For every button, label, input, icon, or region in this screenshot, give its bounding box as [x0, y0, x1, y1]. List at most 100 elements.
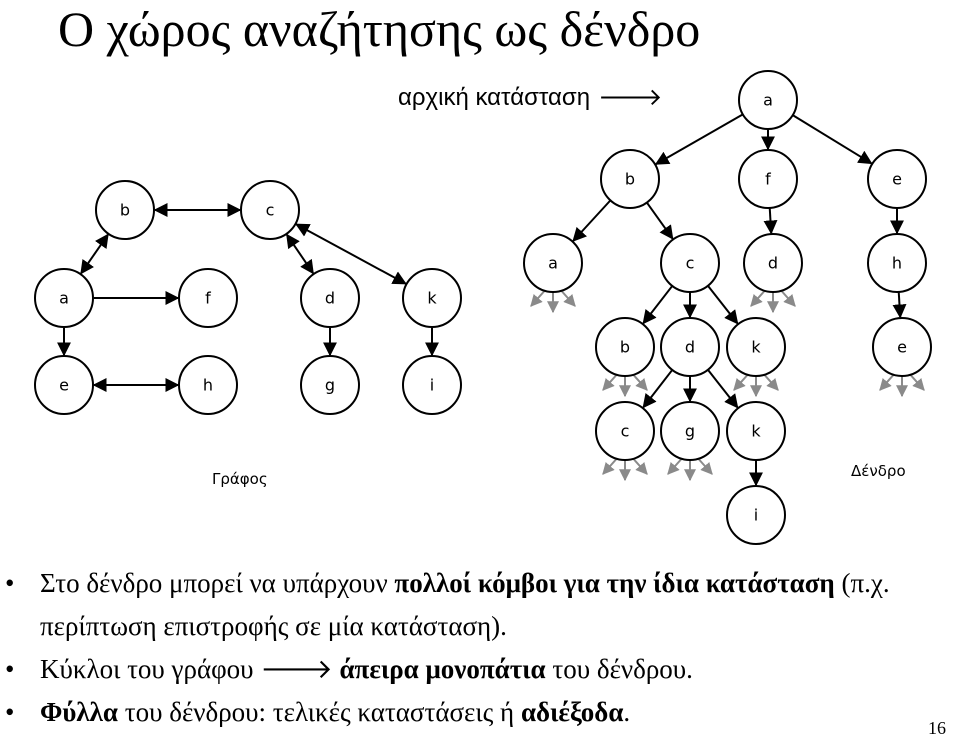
node-circle: [595, 317, 655, 377]
tree-node-d: d: [660, 317, 720, 377]
tree-node-i: i: [726, 485, 786, 545]
expansion-stub-arrow: [559, 289, 576, 307]
expansion-stub-arrow: [602, 457, 619, 475]
node-label: i: [754, 506, 758, 525]
b2p3: του δένδρου.: [545, 654, 693, 684]
graph-node-c: c: [240, 180, 300, 240]
tree-node-e: e: [872, 317, 932, 377]
expansion-stub-arrow: [750, 289, 767, 307]
node-circle: [738, 70, 798, 130]
b3p1: του δένδρου: τελικές καταστάσεις ή: [118, 697, 521, 727]
node-circle: [867, 233, 927, 293]
b2p2: άπειρα μονοπάτια: [339, 654, 546, 684]
graph-node-g: g: [300, 355, 360, 415]
node-circle: [523, 233, 583, 293]
right-arrow-icon: 🡒: [598, 84, 663, 111]
expansion-stub-arrow: [762, 373, 779, 391]
graph-caption: Γράφος: [212, 470, 268, 488]
node-label: e: [59, 376, 69, 395]
b2p1: 🡒: [260, 654, 340, 684]
tree-node-f: f: [738, 149, 798, 209]
node-circle: [95, 180, 155, 240]
expansion-stub-arrow: [631, 457, 648, 475]
graph-node-f: f: [178, 268, 238, 328]
node-label: a: [59, 289, 69, 308]
bullet-item-1: •Στο δένδρο μπορεί να υπάρχουν πολλοί κό…: [0, 562, 960, 648]
tree-edge: [792, 114, 873, 165]
expansion-stub-arrow: [779, 289, 796, 307]
graph-node-k: k: [402, 268, 462, 328]
expansion-stub-arrow: [696, 457, 713, 475]
node-label: d: [685, 338, 695, 357]
expansion-stub-arrow: [879, 373, 896, 391]
tree-edge: [892, 291, 907, 319]
tree-edge: [654, 113, 744, 165]
graph-edge: [295, 223, 407, 285]
node-label: d: [325, 289, 335, 308]
graph-edge: [286, 233, 314, 275]
expansion-stub-arrow: [908, 373, 925, 391]
node-label: k: [427, 289, 437, 308]
bullet-dot: •: [5, 697, 15, 727]
graph: b c a f d k e h g i: [34, 180, 462, 415]
graph-node-d: d: [300, 268, 360, 328]
tree-node-b: b: [595, 317, 655, 377]
b3p0: Φύλλα: [40, 697, 118, 727]
bullet-item-2: • Κύκλοι του γράφου 🡒 άπειρα μονοπάτια το…: [0, 648, 960, 691]
node-circle: [726, 401, 786, 461]
b2p0: Κύκλοι του γράφου: [40, 654, 261, 684]
graph-node-i: i: [402, 355, 462, 415]
tree-node-c: c: [595, 401, 655, 461]
tree-node-h: h: [867, 233, 927, 293]
bullet-item-3: • Φύλλα του δένδρου: τελικές καταστάσεις …: [0, 691, 960, 734]
tree-edge: [642, 369, 674, 409]
node-label: h: [203, 376, 213, 395]
graph-node-h: h: [178, 355, 238, 415]
node-label: b: [620, 338, 630, 357]
node-circle: [867, 149, 927, 209]
node-circle: [738, 149, 798, 209]
node-circle: [660, 401, 720, 461]
node-circle: [660, 233, 720, 293]
node-label: a: [763, 91, 773, 110]
expansion-stub-arrow: [631, 373, 648, 391]
node-circle: [726, 317, 786, 377]
node-label: g: [325, 376, 335, 395]
node-circle: [726, 485, 786, 545]
tree-edge: [642, 285, 674, 325]
node-label: e: [892, 170, 902, 189]
b3p2: αδιέξοδα: [520, 697, 624, 727]
initial-state-text: αρχική κατάσταση: [398, 84, 591, 111]
node-label: c: [621, 422, 630, 441]
node-label: e: [897, 338, 907, 357]
graph-node-e: e: [34, 355, 94, 415]
b1p2: (π.χ. περίπτωση επιστροφής σε μία κατάστ…: [40, 568, 890, 641]
node-label: i: [430, 376, 434, 395]
node-label: c: [686, 254, 695, 273]
node-circle: [743, 233, 803, 293]
node-circle: [300, 355, 360, 415]
node-circle: [402, 268, 462, 328]
tree-edge: [707, 285, 739, 325]
bullet-dot: •: [5, 654, 15, 684]
node-label: d: [768, 254, 778, 273]
expansion-stub-arrow: [602, 373, 619, 391]
node-label: k: [751, 338, 761, 357]
b1p0: Στο δένδρο μπορεί να υπάρχουν: [40, 568, 395, 598]
node-circle: [402, 355, 462, 415]
b1p1: πολλοί κόμβοι για την ίδια κατάσταση: [394, 568, 835, 598]
node-label: f: [205, 289, 211, 308]
node-label: b: [625, 170, 635, 189]
page-number: 16: [928, 718, 946, 738]
node-label: b: [120, 201, 130, 220]
tree-edge: [646, 202, 674, 240]
tree-node-d: d: [743, 233, 803, 293]
node-circle: [595, 401, 655, 461]
node-label: h: [892, 254, 902, 273]
node-circle: [178, 355, 238, 415]
expansion-stub-arrow: [667, 457, 684, 475]
node-circle: [660, 317, 720, 377]
slide-title: Ο χώρος αναζήτησης ως δένδρο: [58, 1, 701, 57]
